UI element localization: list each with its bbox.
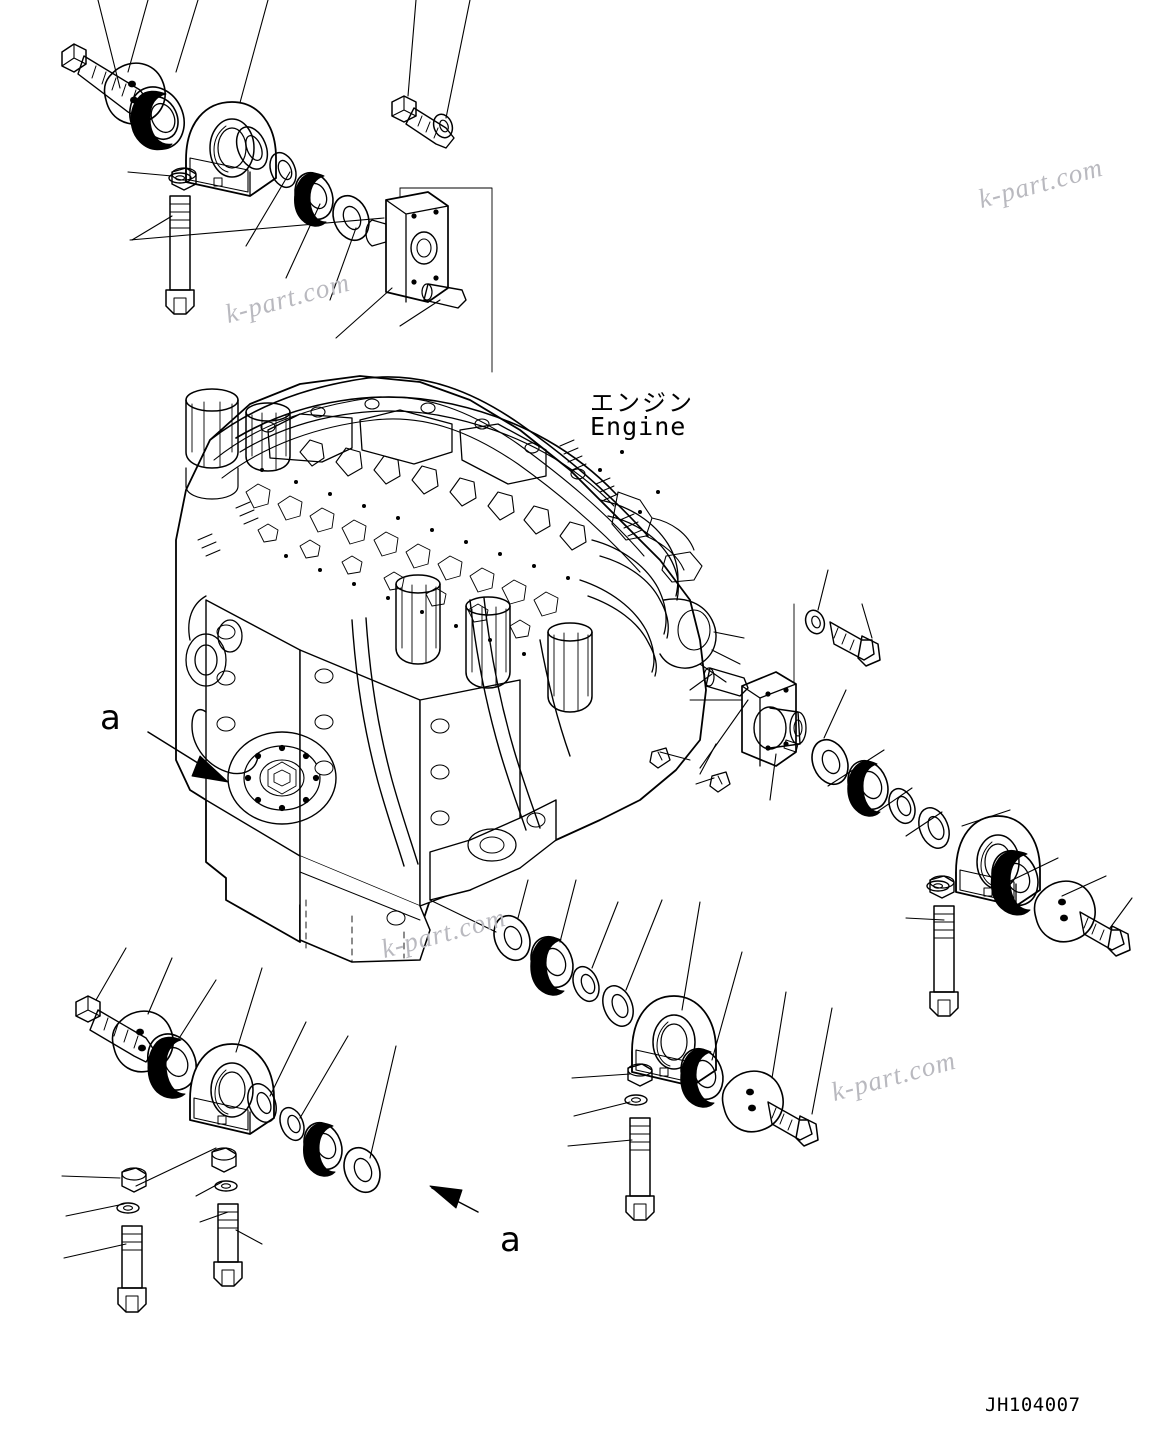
rear-right-mount-assembly — [649, 569, 1133, 1017]
part-bracket-plate — [365, 191, 449, 303]
part-hex-bolt — [829, 621, 881, 667]
part-washer — [602, 985, 634, 1027]
part-hex-bolt — [767, 1101, 819, 1147]
engine-label-english: Engine — [590, 412, 687, 441]
section-marker-upper-letter: a — [100, 698, 121, 738]
part-plain-washer — [168, 172, 192, 184]
part-washer-outer — [918, 807, 950, 849]
rear-left-mount-assembly — [61, 947, 397, 1313]
part-washer — [804, 609, 826, 635]
part-spacer-ring — [888, 787, 916, 825]
part-hex-bolt-outer — [1079, 911, 1131, 957]
front-left-mount-assembly — [61, 0, 370, 315]
part-hex-bolt — [75, 995, 155, 1063]
part-rubber-bushing-lower — [303, 1121, 343, 1177]
part-plain-washer — [926, 880, 950, 892]
part-retainer-cap-plate — [1033, 880, 1096, 943]
part-rubber-bushing — [129, 86, 185, 151]
part-dowel-pin — [421, 283, 467, 309]
part-dowel-pin — [703, 667, 749, 697]
part-long-through-bolt — [165, 195, 195, 315]
part-plain-washer — [116, 1202, 140, 1214]
part-flat-washer — [343, 1146, 381, 1194]
part-plain-washer — [624, 1094, 648, 1106]
part-nut — [121, 1167, 147, 1193]
part-rubber-bushing — [530, 935, 574, 996]
part-washer — [432, 113, 454, 139]
front-right-mount-assembly — [429, 879, 833, 1221]
part-long-through-bolt — [625, 1117, 655, 1221]
part-cone-pin-upper — [649, 747, 671, 769]
part-nut-second — [211, 1147, 237, 1173]
drawing-number: JH104007 — [985, 1394, 1081, 1416]
part-cone-pin-lower — [709, 771, 731, 793]
part-hex-bolt — [391, 95, 455, 149]
part-long-through-bolt — [929, 905, 959, 1017]
part-rubber-bushing — [847, 759, 889, 817]
part-nut — [627, 1063, 653, 1087]
engine-assembly — [175, 375, 745, 963]
part-washer — [247, 1083, 277, 1123]
part-washer — [235, 126, 269, 170]
part-long-through-bolt — [117, 1225, 147, 1313]
part-mount-bracket-plate — [741, 671, 807, 767]
part-flat-washer — [811, 738, 849, 786]
part-long-through-bolt-second — [213, 1203, 243, 1287]
part-spacer-ring — [279, 1106, 305, 1142]
part-plain-washer-second — [214, 1180, 238, 1192]
part-rubber-bushing-outer — [680, 1047, 724, 1108]
section-marker-upper-arrow — [147, 731, 229, 783]
part-mount-bracket — [185, 101, 277, 197]
part-flat-washer — [332, 194, 370, 242]
part-spacer-ring — [269, 151, 297, 189]
part-retainer-cap-plate — [721, 1070, 784, 1133]
part-mount-bracket — [631, 995, 717, 1087]
section-marker-lower-arrow — [429, 1185, 479, 1213]
upper-bracket-plate-assembly — [129, 0, 493, 373]
part-spacer-ring — [572, 965, 600, 1003]
engine-label-japanese: エンジン — [590, 389, 694, 417]
part-mount-bracket — [189, 1043, 275, 1135]
part-flat-washer — [493, 914, 531, 962]
section-marker-lower-letter: a — [500, 1220, 521, 1260]
